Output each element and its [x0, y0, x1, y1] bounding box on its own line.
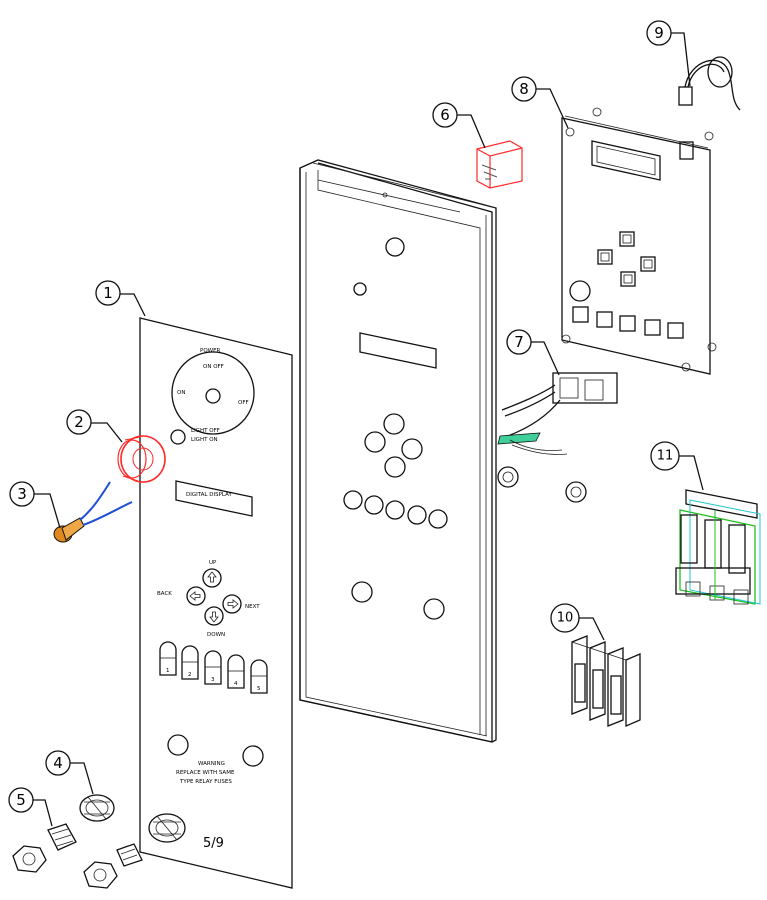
svg-text:7: 7	[514, 333, 524, 351]
fuse-body-right	[116, 843, 143, 867]
terminal-block	[571, 635, 641, 727]
fuse-holder-cap-upper	[79, 794, 115, 822]
down-key	[204, 606, 224, 626]
svg-text:1: 1	[166, 668, 170, 674]
svg-text:4: 4	[234, 681, 238, 687]
fuse-hole-left	[167, 734, 189, 756]
warning-line-1: REPLACE WITH SAME	[176, 770, 235, 776]
callout-6: 6	[432, 102, 458, 128]
svg-text:3: 3	[17, 485, 27, 503]
light-switch-sublabel: LIGHT ON	[191, 437, 218, 443]
callout-leaders	[33, 32, 704, 827]
function-key: 1	[159, 641, 177, 676]
callout-9: 9	[646, 20, 672, 46]
svg-text:2: 2	[74, 413, 84, 431]
power-sublabel: ON OFF	[203, 364, 224, 370]
relay-socket	[476, 140, 523, 189]
callout-3: 3	[9, 481, 35, 507]
warning-title: WARNING	[198, 761, 225, 767]
grommet-left	[497, 466, 519, 488]
switch-bezel	[117, 435, 166, 483]
model-label: 5/9	[203, 836, 224, 851]
svg-text:5: 5	[257, 686, 261, 692]
fuse-body-left	[47, 823, 77, 851]
front-panel: POWER ON OFF ON OFF LIGHT OFF LIGHT ON D…	[139, 317, 293, 889]
grommet-right	[565, 481, 587, 503]
locknut-right	[83, 861, 118, 889]
power-right-label: OFF	[238, 400, 249, 406]
function-key: 4	[227, 654, 245, 689]
up-key-label: UP	[209, 560, 217, 566]
callout-2: 2	[66, 409, 92, 435]
function-key: 2	[181, 645, 199, 680]
board-led-socket	[569, 280, 591, 302]
left-key-label: BACK	[157, 591, 172, 597]
power-selector-center	[205, 388, 221, 404]
fuse-hole-right	[242, 745, 264, 767]
rear-hole-upper	[385, 237, 405, 257]
warning-line-2: TYPE RELAY FUSES	[179, 779, 232, 785]
arrow-keypad: UP BACK NEXT DOWN	[157, 560, 260, 638]
contactor	[675, 489, 761, 605]
function-key: 5	[250, 659, 268, 694]
function-key: 3	[204, 650, 222, 685]
control-board	[561, 107, 717, 375]
light-switch-label: LIGHT OFF	[191, 428, 220, 434]
board-display	[591, 140, 661, 181]
indicator-lamp	[53, 481, 133, 543]
svg-text:10: 10	[557, 611, 574, 626]
power-label: POWER	[200, 348, 221, 354]
right-key-label: NEXT	[245, 604, 260, 610]
power-left-label: ON	[177, 390, 185, 396]
function-keys: 1 2 3 4 5	[159, 641, 268, 694]
rear-arrow-holes	[364, 413, 423, 478]
svg-text:6: 6	[440, 106, 450, 124]
callout-7: 7	[506, 329, 532, 355]
fuse-holder-cap-lower	[148, 813, 186, 843]
power-selector-circle	[171, 351, 255, 435]
up-key	[202, 568, 222, 588]
svg-text:8: 8	[519, 80, 529, 98]
callout-11: 11	[650, 441, 680, 471]
rear-panel	[299, 159, 497, 743]
callout-1: 1	[95, 280, 121, 306]
callout-4: 4	[45, 750, 71, 776]
down-key-label: DOWN	[207, 632, 225, 638]
board-key-switches	[572, 306, 684, 339]
callout-10: 10	[550, 603, 580, 633]
display-label: DIGITAL DISPLAY	[186, 492, 232, 498]
svg-text:5: 5	[16, 791, 26, 809]
svg-text:2: 2	[188, 672, 192, 678]
svg-text:1: 1	[103, 284, 113, 302]
display-window	[175, 480, 253, 517]
svg-text:3: 3	[211, 677, 215, 683]
board-arrow-switches	[597, 231, 656, 287]
svg-text:9: 9	[654, 24, 664, 42]
rear-fuse-hole-right	[423, 598, 445, 620]
svg-text:11: 11	[657, 449, 674, 464]
rear-display-cutout	[359, 332, 437, 369]
rear-fuse-hole-left	[351, 581, 373, 603]
rear-hole-small	[353, 282, 367, 296]
locknut-left	[12, 845, 47, 873]
light-switch-hole	[170, 429, 186, 445]
callout-5: 5	[8, 787, 34, 813]
rear-key-holes	[343, 490, 448, 529]
right-key	[222, 594, 242, 614]
svg-text:4: 4	[53, 754, 63, 772]
callout-8: 8	[511, 76, 537, 102]
wire-harness	[497, 372, 618, 455]
left-key	[186, 586, 206, 606]
